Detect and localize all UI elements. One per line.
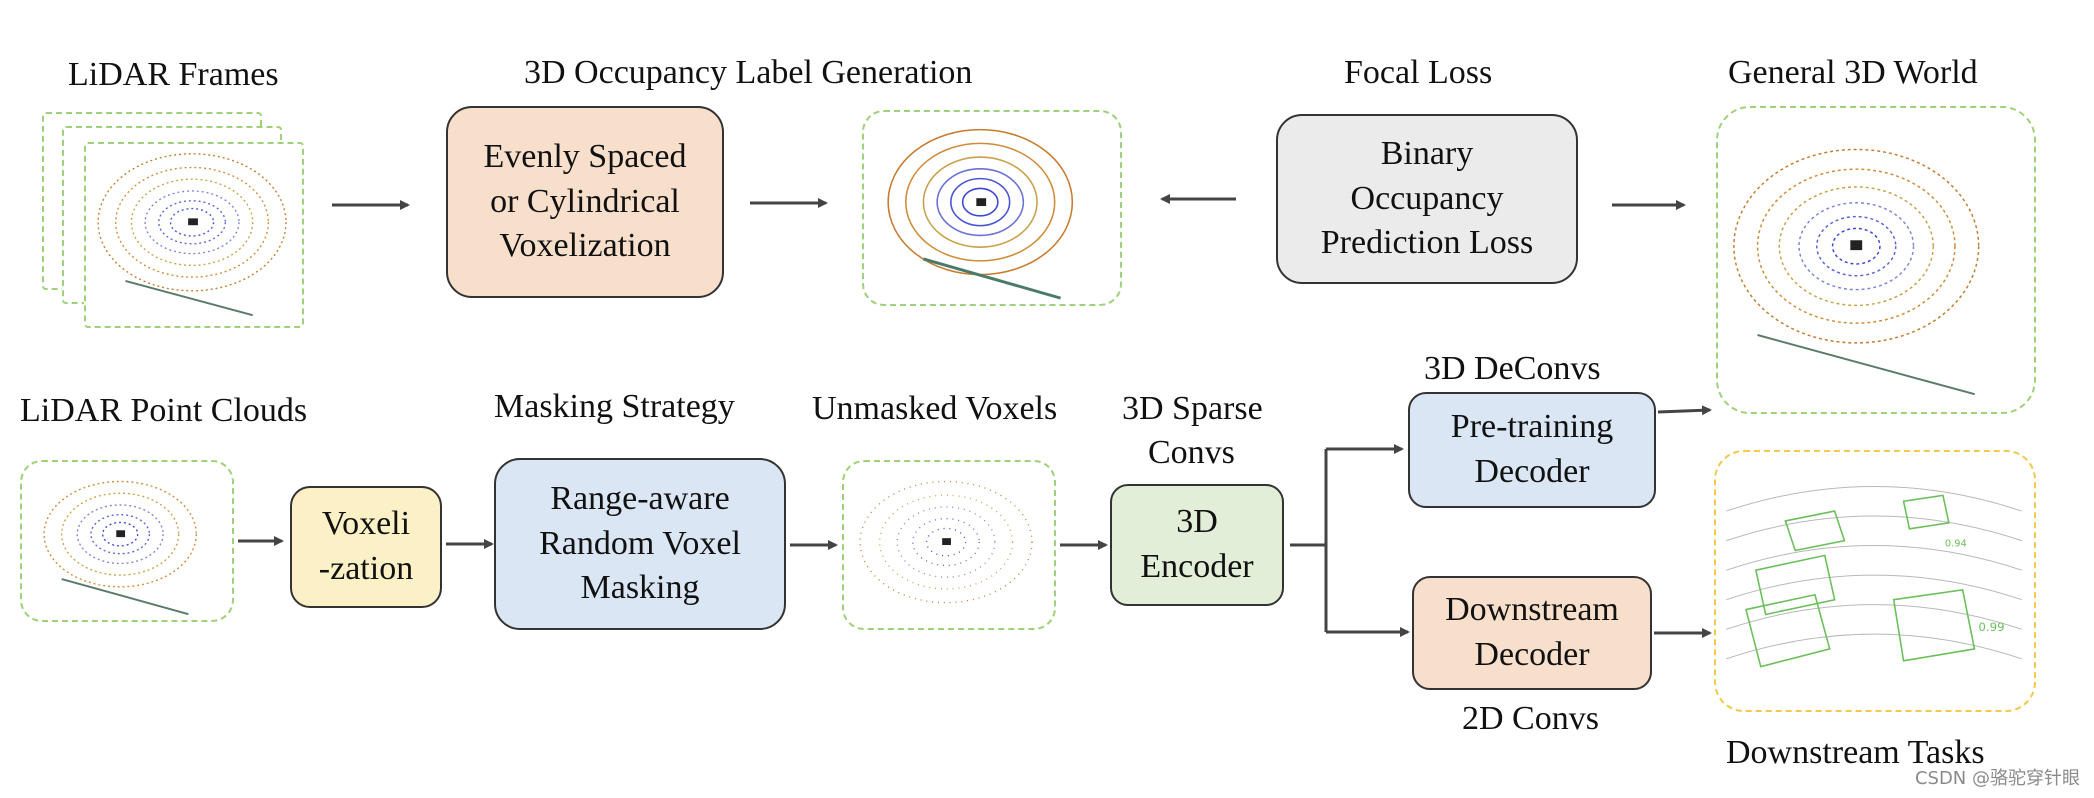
unmasked-voxels-frame <box>842 460 1056 630</box>
label-general-3d-world: General 3D World <box>1728 54 1978 91</box>
label-focal-loss: Focal Loss <box>1344 54 1493 91</box>
downstream-decoder-box: Downstream Decoder <box>1412 576 1652 690</box>
downstream-tasks-frame: 0.99 0.94 <box>1714 450 2036 712</box>
occupancy-labels-frame <box>862 110 1122 306</box>
label-masking-strategy: Masking Strategy <box>494 388 735 425</box>
detection-result-image: 0.99 0.94 <box>1726 485 2022 668</box>
label-lidar-frames: LiDAR Frames <box>68 56 279 93</box>
watermark: CSDN @骆驼穿针眼 <box>1914 768 2080 789</box>
label-3d-deconvs: 3D DeConvs <box>1424 350 1601 387</box>
occupancy-label-image <box>887 128 1074 300</box>
label-unmasked-voxels: Unmasked Voxels <box>812 390 1058 427</box>
label-occupancy-generation: 3D Occupancy Label Generation <box>524 54 973 91</box>
voxelization-method-box: Evenly Spaced or Cylindrical Voxelizatio… <box>446 106 724 298</box>
binary-occupancy-loss-box: Binary Occupancy Prediction Loss <box>1276 114 1578 284</box>
range-aware-masking-box: Range-aware Random Voxel Masking <box>494 458 786 630</box>
pretraining-decoder-box: Pre-training Decoder <box>1408 392 1656 508</box>
point-cloud-image <box>97 153 287 317</box>
detection-score-1: 0.99 <box>1978 620 2004 634</box>
general-world-image <box>1733 148 1980 396</box>
encoder-3d-box: 3D Encoder <box>1110 484 1284 606</box>
unmasked-voxels-image <box>859 480 1033 604</box>
label-sparse-convs-line1: 3D Sparse <box>1122 390 1263 427</box>
point-cloud-image <box>43 480 197 616</box>
lidar-point-cloud-frame <box>20 460 234 622</box>
label-downstream-tasks: Downstream Tasks <box>1726 734 1985 771</box>
label-2d-convs: 2D Convs <box>1462 700 1599 737</box>
arrow-pretraining-to-world <box>1657 405 1712 416</box>
label-sparse-convs-line2: Convs <box>1148 434 1235 471</box>
label-lidar-point-clouds: LiDAR Point Clouds <box>20 392 308 429</box>
detection-score-2: 0.94 <box>1945 539 1967 550</box>
voxelization-box: Voxeli -zation <box>290 486 442 608</box>
general-3d-world-frame <box>1716 106 2036 414</box>
lidar-frame-front <box>84 142 304 328</box>
